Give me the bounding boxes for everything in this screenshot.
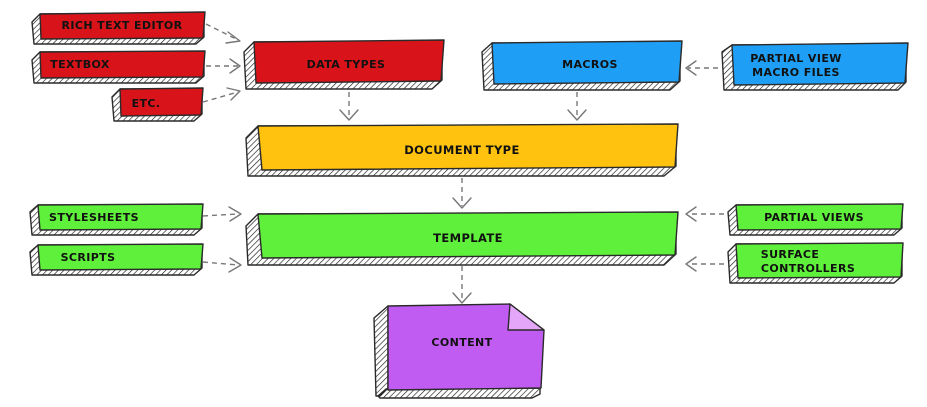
node-rich-text-editor: RICH TEXT EDITOR — [31, 11, 206, 45]
surface-controllers-face — [735, 242, 904, 279]
node-content: CONTENT — [373, 303, 545, 399]
arrow-stylesheets-to-template — [202, 206, 242, 222]
arrow-document-type-to-template — [452, 178, 472, 209]
macros-face — [491, 40, 683, 85]
data-types-label: DATA TYPES — [307, 58, 386, 71]
node-etc: ETC. — [111, 87, 204, 122]
node-macros: MACROS — [481, 40, 683, 91]
arrow-macros-to-document-type — [567, 92, 587, 121]
arrow-textbox-to-data-types — [206, 58, 241, 74]
arrow-etc-to-data-types — [202, 87, 241, 103]
stylesheets-label: STYLESHEETS — [49, 211, 139, 224]
rich-text-editor-face — [39, 11, 206, 40]
node-surface-controllers: SURFACE CONTROLLERS — [727, 242, 904, 284]
document-type-label: DOCUMENT TYPE — [404, 143, 520, 157]
scripts-face — [37, 243, 204, 271]
node-textbox: TEXTBOX — [31, 50, 206, 84]
arrow-rich-text-editor-to-data-types — [205, 23, 241, 44]
scripts-label: SCRIPTS — [61, 251, 116, 264]
partial-view-macro-files-face — [731, 42, 909, 86]
content-label: CONTENT — [431, 336, 492, 349]
node-document-type: DOCUMENT TYPE — [245, 123, 679, 177]
node-partial-view-macro-files: PARTIAL VIEW MACRO FILES — [721, 42, 909, 91]
content-face — [387, 303, 545, 391]
arrow-scripts-to-template — [202, 257, 242, 273]
arrow-partial-view-macro-files-to-macros — [685, 60, 718, 76]
arrow-data-types-to-document-type — [339, 92, 359, 121]
partial-view-macro-files-label-line1: PARTIAL VIEW — [750, 52, 842, 65]
macros-label: MACROS — [562, 58, 618, 71]
template-label: TEMPLATE — [433, 231, 503, 245]
arrow-template-to-content — [452, 266, 472, 304]
partial-views-face — [735, 203, 904, 231]
surface-controllers-label-line1: SURFACE — [761, 248, 819, 261]
node-template: TEMPLATE — [245, 211, 679, 266]
document-type-face — [257, 123, 679, 171]
template-face — [257, 211, 679, 259]
textbox-face — [39, 50, 206, 79]
arrow-surface-controllers-to-template — [685, 256, 724, 272]
surface-controllers-label-line2: CONTROLLERS — [761, 262, 855, 275]
content-folded-corner — [507, 303, 545, 331]
stylesheets-face — [37, 203, 204, 231]
node-data-types: DATA TYPES — [243, 39, 445, 90]
arrow-partial-views-to-template — [685, 206, 724, 222]
partial-views-label: PARTIAL VIEWS — [764, 211, 864, 224]
node-scripts: SCRIPTS — [29, 243, 204, 276]
etc-face — [119, 87, 204, 117]
data-types-face — [253, 39, 445, 84]
rich-text-editor-label: RICH TEXT EDITOR — [62, 19, 183, 32]
etc-label: ETC. — [132, 97, 161, 110]
textbox-label: TEXTBOX — [50, 58, 110, 71]
node-partial-views: PARTIAL VIEWS — [727, 203, 904, 236]
partial-view-macro-files-label-line2: MACRO FILES — [752, 66, 840, 79]
node-stylesheets: STYLESHEETS — [29, 203, 204, 236]
